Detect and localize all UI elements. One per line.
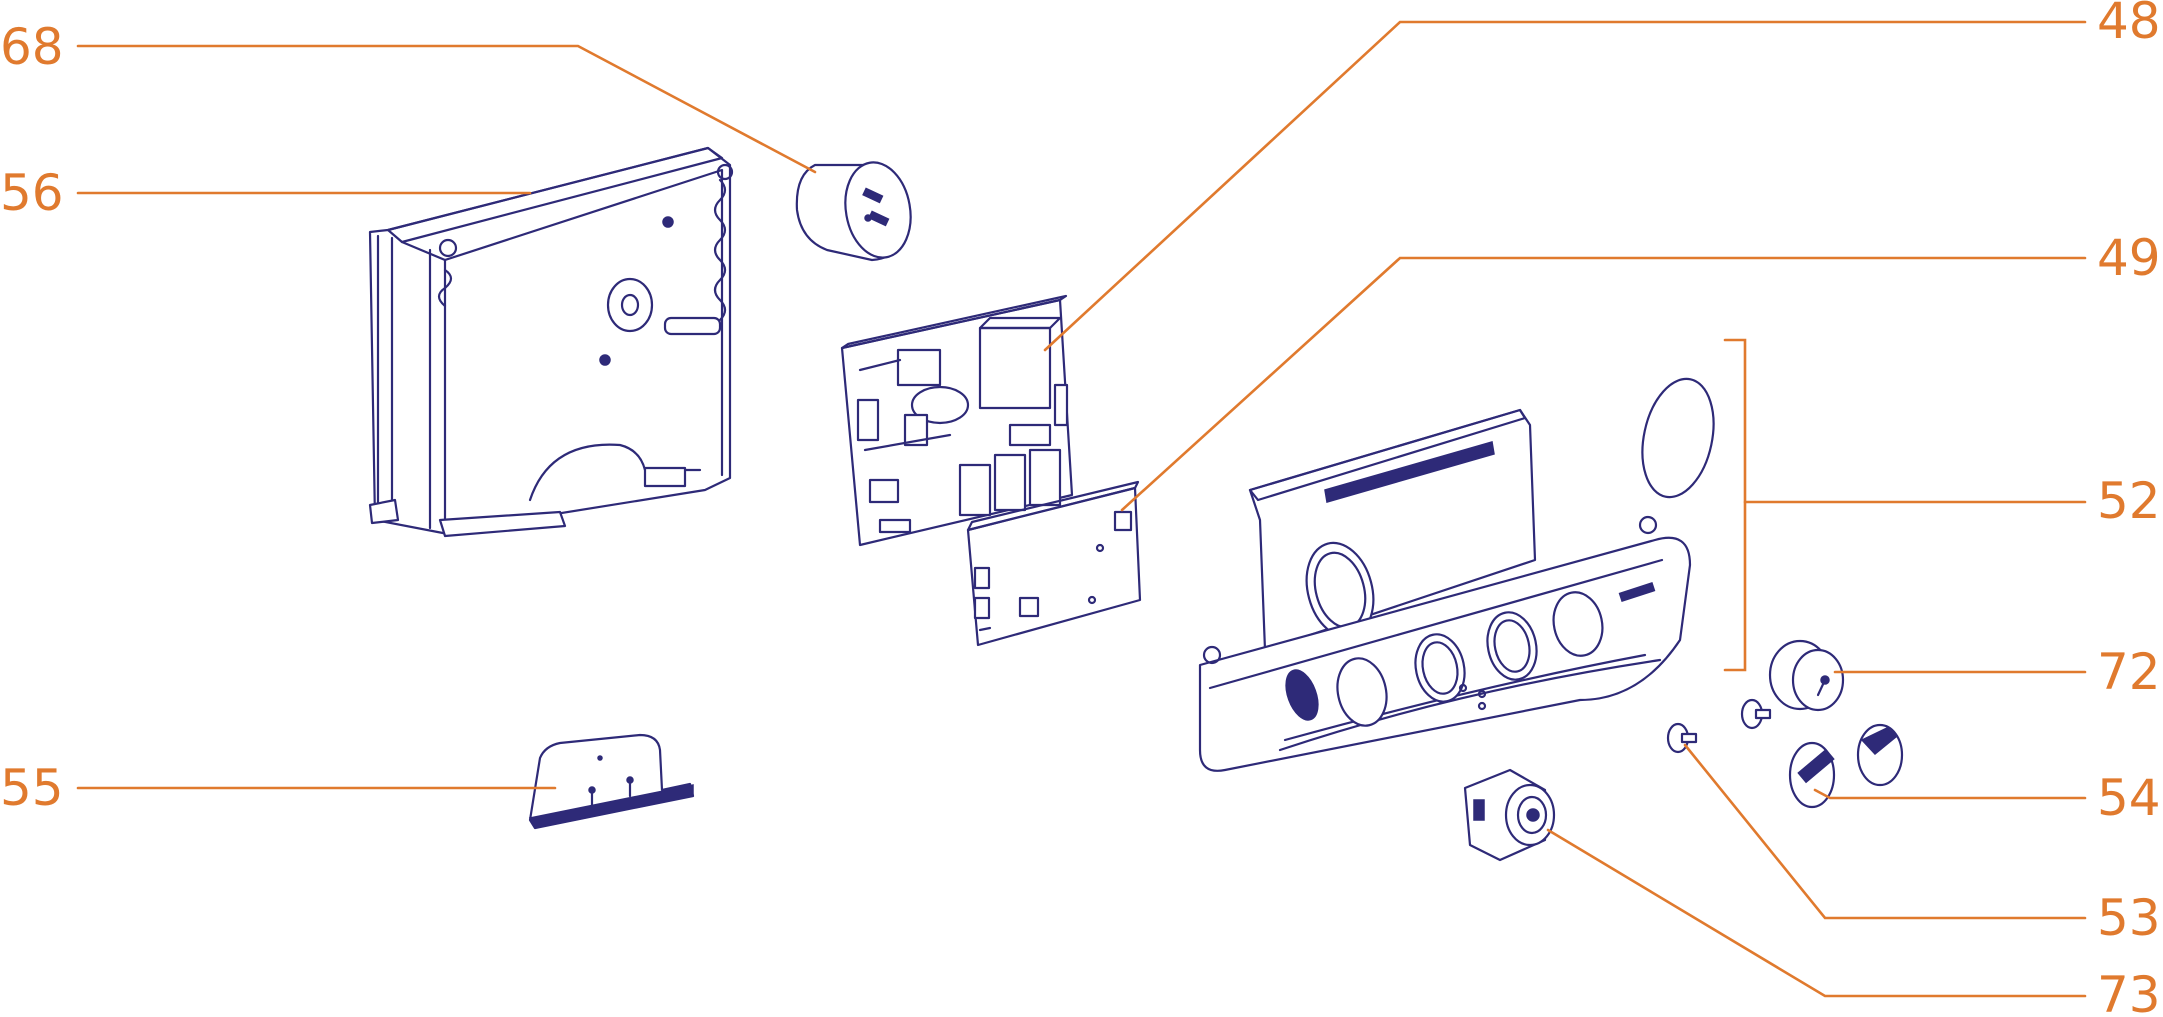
spindle-parts — [1666, 698, 1772, 754]
callout-49: 49 — [2097, 229, 2161, 287]
callout-leaders — [76, 20, 2087, 998]
callout-53: 53 — [2097, 889, 2161, 947]
callout-68: 68 — [0, 18, 64, 76]
bracket-52 — [1723, 338, 1747, 672]
callout-72: 72 — [2097, 643, 2161, 701]
control-panel-part — [1198, 377, 1715, 772]
round-knob-part — [1768, 639, 1845, 712]
leader-48 — [1043, 20, 2087, 352]
bracket-part — [528, 733, 695, 830]
leader-54 — [1813, 788, 2087, 800]
callout-56: 56 — [0, 164, 64, 222]
plug-part — [795, 161, 912, 262]
housing-part — [368, 146, 734, 538]
leader-53 — [1683, 743, 2087, 920]
callout-52: 52 — [2097, 472, 2161, 530]
leader-73 — [1546, 828, 2087, 998]
button-unit-part — [1463, 768, 1556, 862]
display-board-part — [966, 480, 1142, 647]
callout-48: 48 — [2097, 0, 2161, 50]
callout-55: 55 — [0, 759, 64, 817]
rotary-knob-parts — [1788, 723, 1904, 809]
circuit-board-part — [840, 294, 1074, 547]
leader-49 — [1120, 256, 2087, 512]
callout-54: 54 — [2097, 769, 2161, 827]
callout-73: 73 — [2097, 966, 2161, 1017]
leader-68 — [76, 44, 817, 174]
